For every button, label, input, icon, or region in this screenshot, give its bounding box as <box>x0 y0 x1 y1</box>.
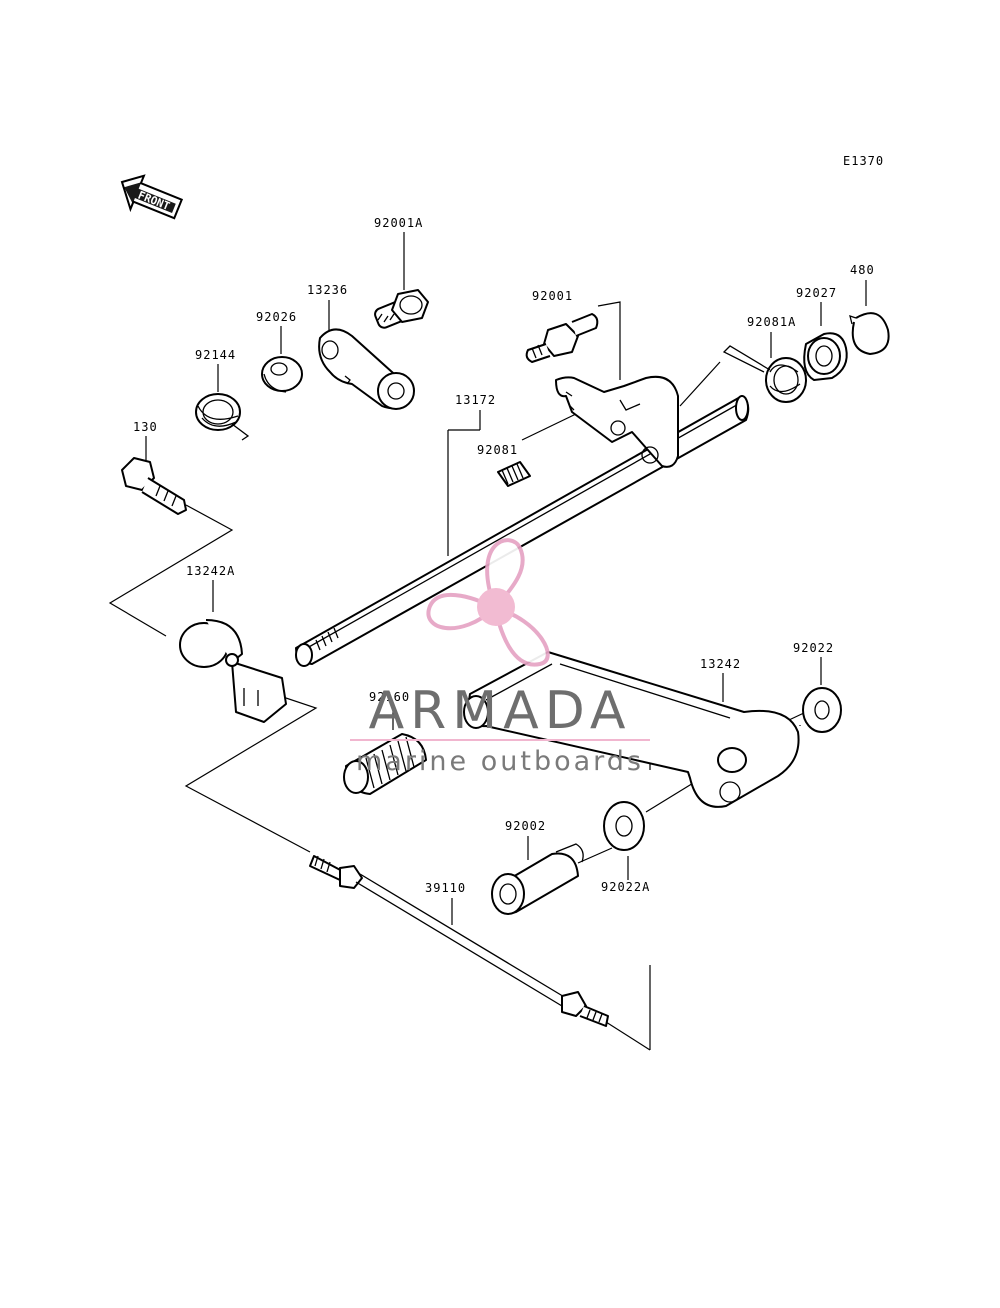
part-label: 92027 <box>796 286 837 300</box>
part-label: 13236 <box>307 283 348 297</box>
spring-92081a <box>722 345 807 403</box>
bolt-130 <box>121 457 187 515</box>
part-label: 13242A <box>186 564 235 578</box>
part-label: 92144 <box>195 348 236 362</box>
bolt-92002 <box>491 843 584 915</box>
part-label: 39110 <box>425 881 466 895</box>
circlip-480 <box>849 312 890 355</box>
tie-rod-39110 <box>309 855 609 1027</box>
part-label: 92081A <box>747 315 796 329</box>
diagram-code: E1370 <box>843 154 884 168</box>
bolt-92001 <box>525 313 599 363</box>
part-label: 92081 <box>477 443 518 457</box>
part-label: 13242 <box>700 657 741 671</box>
pedal-rubber-92160 <box>343 733 427 795</box>
part-label: 92026 <box>256 310 297 324</box>
joint-13242a <box>179 619 287 723</box>
part-label: 92001 <box>532 289 573 303</box>
part-labels: 92001A 13236 92026 92144 130 92001 13172… <box>133 216 875 895</box>
armada-logo-icon <box>426 538 550 667</box>
washer-92022a <box>603 801 645 851</box>
front-arrow-icon: FRONT <box>120 174 184 220</box>
collar-92027 <box>803 332 848 381</box>
lever-13236 <box>318 328 415 410</box>
part-label: 92001A <box>374 216 423 230</box>
part-label: 92022 <box>793 641 834 655</box>
part-label: 92160 <box>369 690 410 704</box>
part-label: 130 <box>133 420 158 434</box>
bolt-92001a <box>374 289 429 329</box>
part-label: 13172 <box>455 393 496 407</box>
part-label: 92022A <box>601 880 650 894</box>
spring-92144 <box>195 393 250 441</box>
part-label: 480 <box>850 263 875 277</box>
washer-92022 <box>802 687 842 733</box>
pedal-arm-13242 <box>463 651 800 808</box>
part-label: 92002 <box>505 819 546 833</box>
shaft-13172 <box>295 375 750 667</box>
watermark-subtitle: marine outboards <box>356 746 644 777</box>
washer-92026 <box>261 356 303 393</box>
spring-92081 <box>497 461 531 487</box>
watermark-title: ARMADA <box>369 681 632 741</box>
